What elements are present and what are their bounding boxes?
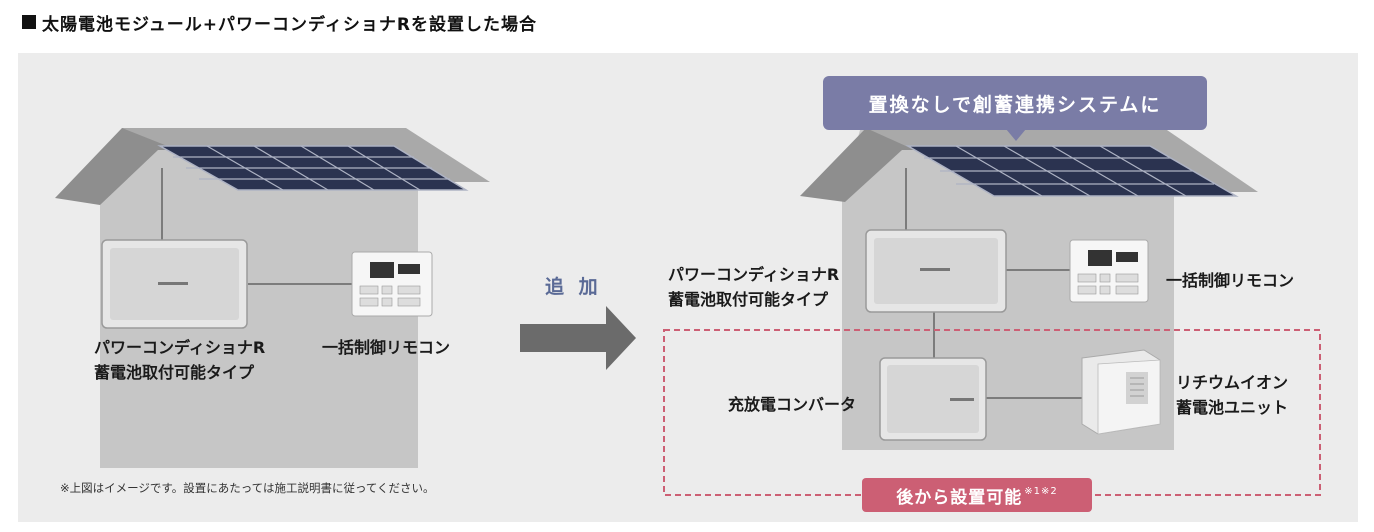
heading-text: 太陽電池モジュール+パワーコンディショナRを設置した場合 — [42, 14, 537, 35]
left-remote-label: 一括制御リモコン — [322, 338, 451, 357]
callout-bubble: 置換なしで創蓄連携システムに — [823, 76, 1207, 130]
right-remote-label: 一括制御リモコン — [1166, 271, 1295, 290]
right-power-conditioner-label: パワーコンディショナR 蓄電池取付可能タイプ — [668, 262, 839, 312]
left-pc-label-line2: 蓄電池取付可能タイプ — [94, 363, 255, 382]
later-install-text: 後から設置可能 — [896, 487, 1023, 508]
left-remote-controller — [351, 251, 433, 317]
right-solar-panel — [905, 145, 1239, 197]
add-arrow-icon — [520, 306, 636, 370]
converter-label: 充放電コンバータ — [728, 395, 857, 414]
right-lithium-battery-unit — [1081, 349, 1161, 435]
later-install-badge: 後から設置可能※1※2 — [862, 478, 1092, 512]
callout-text: 置換なしで創蓄連携システムに — [868, 93, 1162, 116]
right-house — [663, 128, 1321, 496]
square-bullet-icon — [22, 15, 36, 29]
battery-label: リチウムイオン 蓄電池ユニット — [1176, 370, 1288, 420]
left-pc-label-line1: パワーコンディショナR — [94, 338, 266, 357]
battery-label-line1: リチウムイオン — [1176, 373, 1289, 392]
add-label: 追 加 — [545, 276, 602, 298]
left-house — [55, 128, 490, 468]
image-note: ※上図はイメージです。設置にあたっては施工説明書に従ってください。 — [60, 481, 435, 495]
right-power-conditioner — [865, 229, 1007, 313]
left-power-conditioner — [101, 239, 248, 329]
left-solar-panel — [157, 145, 469, 191]
page-heading: 太陽電池モジュール+パワーコンディショナRを設置した場合 — [22, 10, 537, 35]
right-pc-label-line2: 蓄電池取付可能タイプ — [668, 290, 829, 309]
callout-tail — [1006, 129, 1026, 141]
right-charge-converter — [879, 357, 987, 441]
right-pc-label-line1: パワーコンディショナR — [668, 265, 840, 284]
battery-label-line2: 蓄電池ユニット — [1176, 398, 1289, 417]
later-install-footnote: ※1※2 — [1024, 485, 1058, 497]
right-remote-controller — [1069, 239, 1149, 303]
left-house-wall — [100, 130, 418, 468]
left-power-conditioner-label: パワーコンディショナR 蓄電池取付可能タイプ — [94, 335, 265, 385]
